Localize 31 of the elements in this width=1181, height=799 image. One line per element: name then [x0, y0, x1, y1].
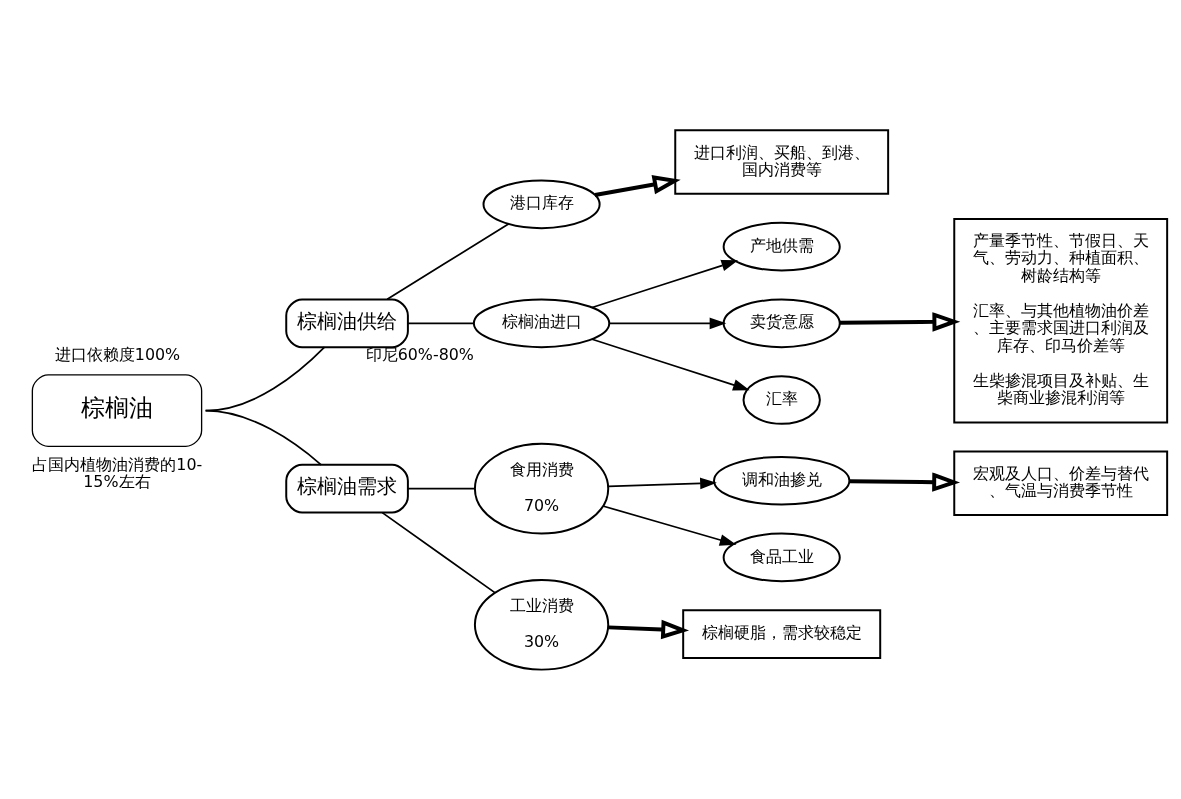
node-ellipse: 调和油掺兑 — [713, 455, 851, 505]
node-box: 进口利润、买船、到港、国内消费等 — [674, 128, 890, 195]
arrow — [839, 311, 961, 332]
node-ellipse: 食品工业 — [722, 532, 841, 582]
arrow — [849, 471, 961, 492]
connector — [407, 322, 475, 324]
node-ellipse: 棕榈油进口 — [472, 298, 611, 348]
node-box: 宏观及人口、价差与替代、气温与消费季节性 — [953, 450, 1169, 516]
node-ellipse: 港口库存 — [482, 179, 601, 229]
node-box: 棕榈油 — [31, 373, 203, 447]
connector — [407, 487, 476, 489]
node-ellipse: 汇率 — [742, 374, 821, 425]
arrow — [607, 477, 717, 489]
connector — [386, 222, 510, 300]
arrow — [591, 337, 750, 391]
node-ellipse: 卖货意愿 — [722, 298, 841, 348]
node-ellipse: 工业消费 30% — [473, 578, 610, 671]
arrow — [594, 174, 681, 197]
node-box: 棕榈硬脂，需求较稳定 — [682, 608, 882, 659]
arrow — [608, 619, 690, 639]
node-box: 产量季节性、节假日、天气、劳动力、种植面积、树龄结构等 汇率、与其他植物油价差、主要需求国进口利润及库存、印马价差等 生柴掺混项目及补贴、生柴商业掺混利润等 — [953, 217, 1169, 423]
arrow — [591, 259, 739, 308]
node-label: 占国内植物油消费的10-15%左右 — [32, 454, 203, 491]
node-label: 进口依赖度100% — [54, 344, 181, 364]
arrow — [601, 504, 737, 546]
node-box: 棕榈油需求 — [285, 463, 409, 513]
node-box: 棕榈油供给 — [285, 298, 409, 348]
connector — [381, 511, 496, 593]
arrow — [608, 317, 727, 329]
connector — [204, 409, 323, 466]
node-ellipse: 食用消费 70% — [473, 442, 610, 534]
